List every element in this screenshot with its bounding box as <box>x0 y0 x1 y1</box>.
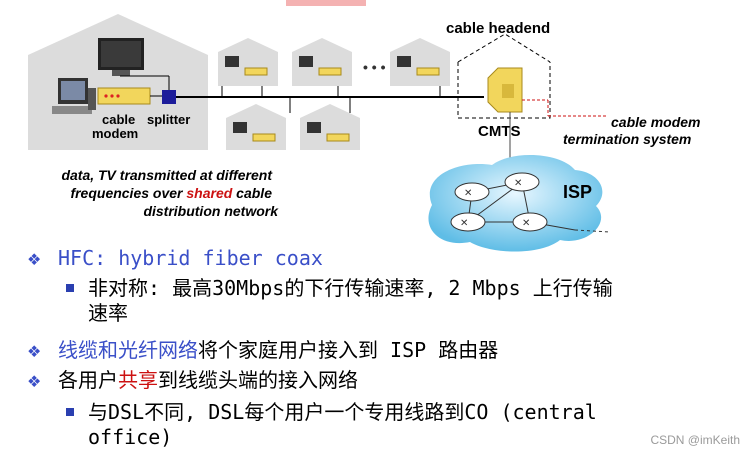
cmts-desc-line1: cable modem <box>611 114 700 130</box>
home-small-4 <box>226 104 286 150</box>
note-line2: frequencies over shared cable <box>70 185 272 201</box>
top-strip <box>286 0 366 6</box>
shared-cable-note: data, TV transmitted at different freque… <box>61 167 279 219</box>
square-bullet-icon <box>66 408 74 416</box>
diamond-bullet-icon: ❖ <box>27 372 42 391</box>
svg-text:✕: ✕ <box>460 218 468 229</box>
bullet-asymmetric-line2: 速率 <box>88 301 128 325</box>
modem-label: modem <box>92 126 138 141</box>
tv-icon <box>98 38 144 76</box>
note-line1: data, TV transmitted at different <box>61 167 273 183</box>
home-big: cable splitter modem <box>28 14 208 150</box>
cable-modem-icon <box>97 87 151 105</box>
home-small-3 <box>390 38 450 86</box>
home-small-1 <box>218 38 278 86</box>
computer-icon <box>52 78 96 114</box>
isp-label: ISP <box>563 182 592 202</box>
headend-label: cable headend <box>446 20 550 37</box>
svg-text:✕: ✕ <box>464 188 472 199</box>
cmts-icon <box>487 67 523 113</box>
note-line3: distribution network <box>143 203 279 219</box>
bullet-asymmetric-line1: 非对称: 最高30Mbps的下行传输速率, 2 Mbps 上行传输 <box>88 276 613 300</box>
more-homes-ellipsis: • • • <box>363 59 386 75</box>
svg-text:✕: ✕ <box>514 178 522 189</box>
watermark: CSDN @imKeith <box>650 433 740 447</box>
bullet-shared-access: 各用户共享到线缆头端的接入网络 <box>58 368 358 392</box>
cable-headend: cable headend <box>446 20 551 119</box>
bullet-dsl-compare-line1: 与DSL不同, DSL每个用户一个专用线路到CO (central <box>88 400 597 424</box>
bullet-hfc: HFC: hybrid fiber coax <box>58 246 323 270</box>
cmts-desc-line2: termination system <box>563 131 691 147</box>
splitter-icon <box>162 90 176 104</box>
router-icon: ✕ ✕ ✕ ✕ <box>450 172 611 233</box>
bullet-dsl-compare-line2: office) <box>88 425 173 449</box>
svg-text:✕: ✕ <box>522 218 530 229</box>
bullet-cable-fiber: 线缆和光纤网络将个家庭用户接入到 ISP 路由器 <box>58 338 499 362</box>
cable-label: cable <box>102 112 135 127</box>
diamond-bullet-icon: ❖ <box>27 250 42 269</box>
splitter-label: splitter <box>147 112 190 127</box>
home-small-5 <box>300 104 360 150</box>
diamond-bullet-icon: ❖ <box>27 342 42 361</box>
home-small-2 <box>292 38 352 86</box>
square-bullet-icon <box>66 284 74 292</box>
